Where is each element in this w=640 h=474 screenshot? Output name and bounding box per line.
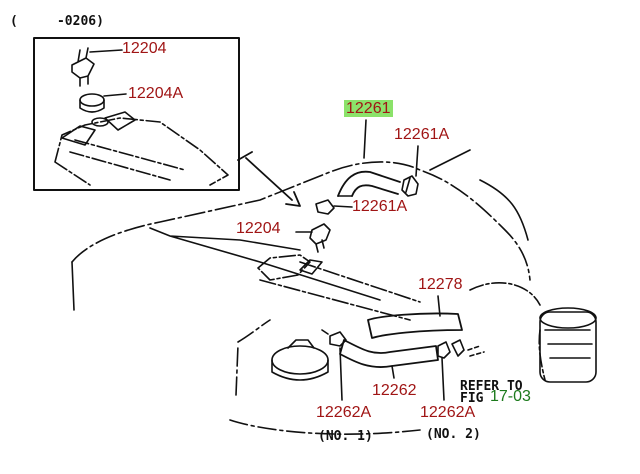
inset-pcv-valve	[71, 47, 95, 87]
air-intake	[469, 282, 546, 381]
label-12261a-mid[interactable]: 12261A	[352, 198, 408, 215]
label-12261[interactable]: 12261	[344, 100, 393, 118]
engine-outline	[71, 161, 531, 281]
label-no1: (NO. 1)	[318, 429, 373, 444]
label-12261a-top[interactable]: 12261A	[394, 126, 450, 143]
inset-label-12204[interactable]: 12204	[122, 40, 167, 57]
label-no2: (NO. 2)	[426, 427, 481, 442]
hose-12261	[337, 170, 401, 197]
hose-12262	[339, 339, 439, 368]
clamp-12262a-2	[437, 339, 465, 359]
label-12278[interactable]: 12278	[418, 276, 463, 293]
inset-grommet	[79, 93, 105, 107]
refer-to-text: REFER TO	[460, 379, 523, 394]
leader-12262a-2	[441, 357, 445, 401]
pointer-arrow	[237, 151, 301, 207]
leader-12261a-mid	[333, 205, 353, 208]
label-12261-text: 12261	[344, 100, 393, 117]
inset-label-12204a[interactable]: 12204A	[128, 85, 184, 102]
hose-12278	[367, 312, 463, 339]
fig-link-17-03[interactable]: 17-03	[490, 388, 531, 405]
clamp-12261a-top	[401, 175, 419, 197]
fig-text: FIG	[460, 391, 484, 406]
leader-12262a-1	[339, 347, 343, 401]
inset-frame	[33, 37, 240, 191]
clamp-12262a-1	[321, 329, 347, 347]
label-12262a-no1[interactable]: 12262A	[316, 404, 372, 421]
cap	[271, 345, 329, 375]
leader-12261	[363, 119, 367, 159]
inset-valve-cover	[54, 117, 229, 186]
leader-12278	[437, 295, 441, 317]
clamp-12261a-mid	[315, 199, 335, 215]
pcv-valve	[309, 223, 331, 253]
inset-header: ( -0206)	[10, 14, 104, 29]
label-12204[interactable]: 12204	[236, 220, 281, 237]
leader-12261a-top	[415, 145, 419, 177]
label-12262[interactable]: 12262	[372, 382, 417, 399]
leader-12262	[391, 365, 395, 379]
label-12262a-no2[interactable]: 12262A	[420, 404, 476, 421]
